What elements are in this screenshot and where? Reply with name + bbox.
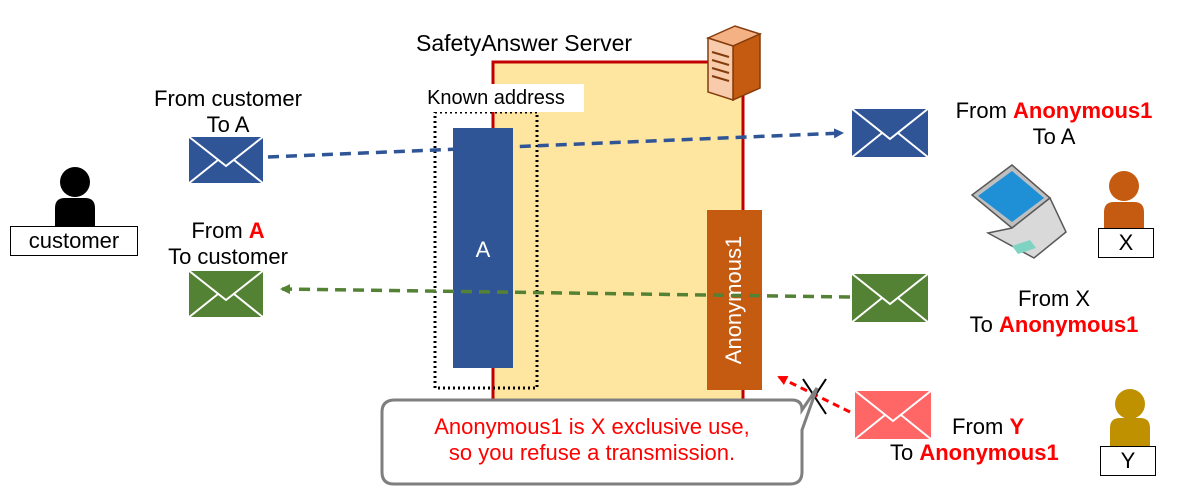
x-message-to-prefix: To <box>969 312 999 337</box>
forwarded-from-prefix: From <box>955 98 1014 123</box>
server-tower-icon <box>705 25 763 102</box>
envelope-blue-left <box>187 135 265 185</box>
x-message-line1: From X <box>1017 286 1091 311</box>
user-y-person-icon <box>1110 389 1150 446</box>
server-title: SafetyAnswer Server <box>416 30 633 56</box>
x-message-line2: To Anonymous1 <box>938 312 1170 338</box>
y-message-line2: To Anonymous1 <box>890 440 1100 466</box>
y-message-line1: From Y <box>890 414 1100 440</box>
forwarded-from-name: Anonymous1 <box>1013 98 1153 123</box>
outgoing-line2: To A <box>206 112 250 137</box>
user-x-label: X <box>1098 228 1154 258</box>
address-a-label: A <box>475 237 491 262</box>
outgoing-line1: From customer <box>154 86 302 111</box>
address-a-bar <box>453 128 513 368</box>
x-message-to-name: Anonymous1 <box>999 312 1139 337</box>
address-anon-label: Anonymous1 <box>721 235 746 365</box>
server-panel <box>491 60 745 402</box>
envelope-blue-right <box>850 107 930 159</box>
customer-person-icon <box>55 167 95 226</box>
callout-line2: so you refuse a transmission. <box>448 440 736 465</box>
y-message-from-prefix: From <box>952 414 1010 439</box>
arrow-outgoing <box>267 128 844 159</box>
callout-text: Anonymous1 is X exclusive use, so you re… <box>384 414 800 466</box>
user-y-message: From Y To Anonymous1 <box>890 414 1100 466</box>
envelope-red <box>853 389 933 441</box>
y-message-from-name: Y <box>1009 414 1025 439</box>
envelope-green-right <box>850 272 930 324</box>
envelope-green-left <box>187 269 265 319</box>
known-address-box <box>433 110 539 390</box>
forwarded-line1: From Anonymous1 <box>938 98 1170 124</box>
customer-outgoing-text: From customer To A <box>118 86 338 138</box>
laptop-icon <box>970 164 1067 259</box>
forwarded-line2: To A <box>1032 124 1076 149</box>
arrow-reply <box>280 284 851 299</box>
user-x-person-icon <box>1104 171 1144 230</box>
incoming-line2: To customer <box>168 244 288 269</box>
callout-line1: Anonymous1 is X exclusive use, <box>434 414 750 439</box>
incoming-from-prefix: From <box>191 218 249 243</box>
customer-label: customer <box>10 226 138 256</box>
known-address-label: Known address <box>408 84 584 112</box>
user-y-label: Y <box>1100 446 1156 476</box>
incoming-line1: From A <box>118 218 338 244</box>
address-anon-bar <box>707 210 762 390</box>
forwarded-text: From Anonymous1 To A <box>938 98 1170 150</box>
incoming-from-name: A <box>248 218 265 243</box>
user-x-message: From X To Anonymous1 <box>938 286 1170 338</box>
customer-incoming-text: From A To customer <box>118 218 338 270</box>
callout-bubble <box>380 387 819 486</box>
y-message-to-name: Anonymous1 <box>919 440 1059 465</box>
y-message-to-prefix: To <box>890 440 920 465</box>
